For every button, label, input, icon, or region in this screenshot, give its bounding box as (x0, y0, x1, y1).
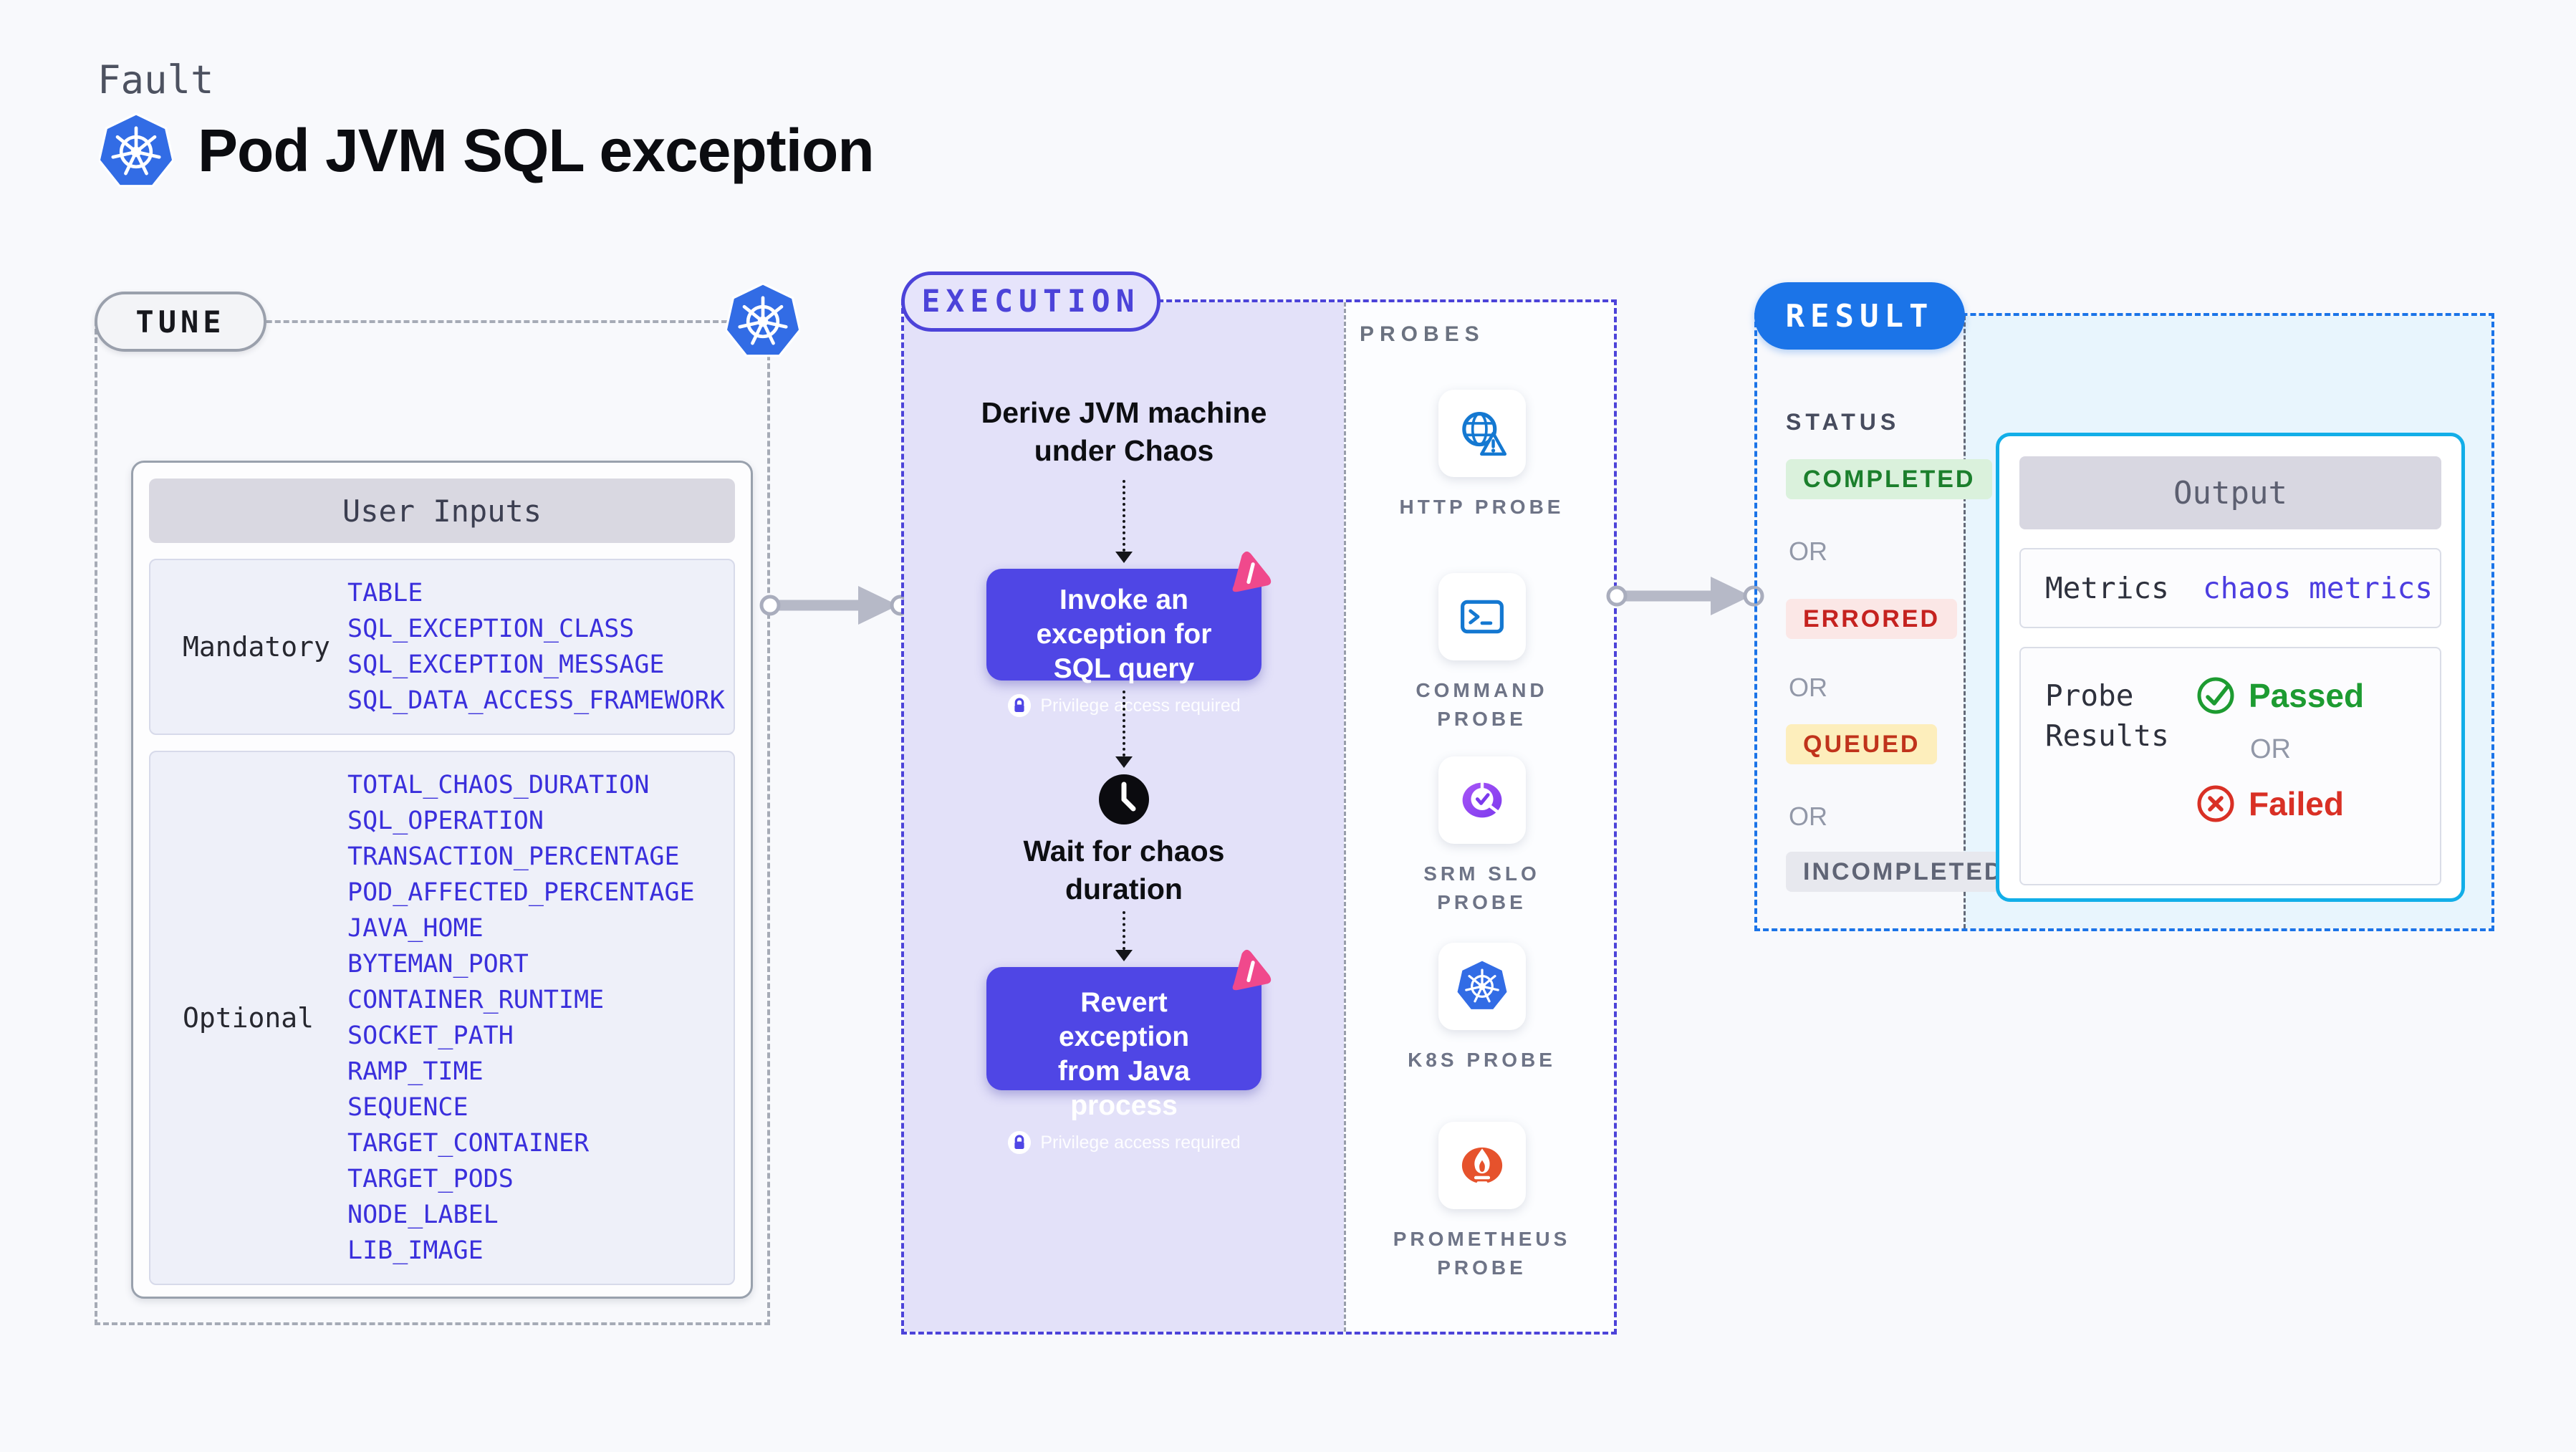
probe-label: SRM SLO PROBE (1423, 862, 1540, 913)
privilege-note: Privilege access required (1040, 1132, 1241, 1153)
clock-icon (1099, 774, 1149, 824)
probes-heading: PROBES (1360, 322, 1485, 346)
param-item: TARGET_CONTAINER (347, 1129, 590, 1158)
fault-eyebrow: Fault (97, 57, 214, 102)
status-badge-completed: COMPLETED (1786, 459, 1993, 499)
command-probe-icon (1460, 600, 1504, 634)
flow-arrow-down-icon (1115, 911, 1133, 961)
probe-label: COMMAND PROBE (1416, 679, 1548, 730)
param-item: BYTEMAN_PORT (347, 950, 529, 979)
flow-arrow-down-icon (1115, 691, 1133, 768)
output-header: Output (2019, 456, 2441, 529)
k8s-probe-icon (1456, 959, 1508, 1014)
param-item: TOTAL_CHAOS_DURATION (347, 771, 650, 799)
prometheus-probe-icon (1461, 1147, 1502, 1184)
derive-step-text: Derive JVM machine under Chaos (981, 396, 1267, 467)
result-pill: RESULT (1754, 282, 1965, 350)
probe-card (1438, 943, 1526, 1030)
param-item: RAMP_TIME (347, 1057, 484, 1086)
http-probe-icon (1461, 412, 1506, 456)
probe-item-http: HTTP PROBE (1344, 390, 1620, 521)
probe-card (1438, 756, 1526, 844)
invoke-exception-step: Invoke an exception for SQL query Privil… (986, 551, 1272, 718)
optional-param-list: TOTAL_CHAOS_DURATION SQL_OPERATION TRANSAC… (333, 767, 734, 1269)
revert-exception-step: Revert exception from Java process Privi… (986, 949, 1272, 1155)
kubernetes-icon (726, 282, 800, 362)
mandatory-label: Mandatory (183, 631, 330, 663)
param-item: JAVA_HOME (347, 914, 484, 943)
revert-step-title: Revert exception from Java process (1057, 987, 1191, 1121)
user-inputs-header: User Inputs (149, 479, 735, 543)
optional-label: Optional (183, 1002, 314, 1034)
metrics-label: Metrics (2045, 571, 2169, 605)
param-item: TRANSACTION_PERCENTAGE (347, 842, 680, 871)
execution-flow: Derive JVM machine under Chaos Invoke an… (904, 302, 1344, 1332)
flow-arrow-down-icon (1115, 480, 1133, 563)
invoke-step-title: Invoke an exception for SQL query (1036, 585, 1212, 684)
output-card: Output Metrics chaos metrics Probe Resul… (1996, 433, 2465, 902)
status-heading: STATUS (1786, 409, 1900, 435)
or-label: OR (2250, 734, 2291, 764)
metrics-row: Metrics chaos metrics (2019, 548, 2441, 628)
or-label: OR (1789, 537, 1827, 566)
passed-check-icon (2197, 677, 2234, 714)
passed-label: Passed (2249, 677, 2365, 714)
probe-results-label: Probe Results (2045, 678, 2169, 753)
litmus-chaos-icon (1232, 551, 1272, 592)
privilege-note: Privilege access required (1040, 695, 1241, 716)
metrics-value: chaos metrics (2203, 571, 2433, 605)
probe-label: PROMETHEUS PROBE (1393, 1228, 1571, 1279)
lock-icon (1008, 693, 1032, 718)
wait-step-text: Wait for chaos duration (1023, 835, 1225, 905)
result-section: RESULT STATUS COMPLETED OR ERRORED OR QU… (1754, 282, 2494, 931)
litmus-chaos-icon (1232, 949, 1272, 991)
param-item: NODE_LABEL (347, 1201, 499, 1229)
failed-label: Failed (2249, 785, 2344, 822)
mandatory-params-section: Mandatory TABLE SQL_EXCEPTION_CLASS SQL_EX… (149, 559, 735, 735)
or-label: OR (1789, 673, 1827, 702)
probe-item-k8s: K8S PROBE (1344, 943, 1620, 1074)
execution-to-result-arrow (1606, 577, 1764, 615)
failed-x-icon (2197, 785, 2234, 822)
param-item: SQL_OPERATION (347, 807, 544, 835)
probe-item-command: COMMAND PROBE (1344, 573, 1620, 734)
tune-to-execution-arrow (759, 586, 911, 625)
param-item: SEQUENCE (347, 1093, 468, 1122)
execution-pill: EXECUTION (901, 271, 1160, 332)
probe-card (1438, 1122, 1526, 1209)
param-item: POD_AFFECTED_PERCENTAGE (347, 878, 695, 907)
param-item: SQL_EXCEPTION_CLASS (347, 615, 635, 643)
execution-section: EXECUTION Derive JVM machine under Chaos… (901, 271, 1620, 1335)
status-badge-errored: ERRORED (1786, 599, 1958, 639)
status-badge-incompleted: INCOMPLETED (1786, 852, 2022, 892)
page-title: Pod JVM SQL exception (198, 117, 875, 184)
tune-pill: TUNE (95, 292, 266, 352)
srm-slo-probe-icon (1462, 782, 1501, 818)
param-item: TARGET_PODS (347, 1165, 514, 1193)
probe-label: HTTP PROBE (1399, 496, 1565, 518)
param-item: CONTAINER_RUNTIME (347, 986, 605, 1014)
probe-card (1438, 390, 1526, 477)
probe-card (1438, 573, 1526, 660)
mandatory-param-list: TABLE SQL_EXCEPTION_CLASS SQL_EXCEPTION_ME… (333, 575, 734, 718)
kubernetes-icon (99, 112, 173, 192)
optional-params-section: Optional TOTAL_CHAOS_DURATION SQL_OPERATI… (149, 751, 735, 1285)
probe-results-row: Probe Results Passed OR (2019, 647, 2441, 885)
probe-label: K8S PROBE (1408, 1049, 1556, 1071)
param-item: SQL_DATA_ACCESS_FRAMEWORK (347, 686, 725, 715)
param-item: LIB_IMAGE (347, 1236, 484, 1265)
user-inputs-card: User Inputs Mandatory TABLE SQL_EXCEPTION… (131, 461, 753, 1299)
probe-item-prometheus: PROMETHEUS PROBE (1344, 1122, 1620, 1282)
param-item: SOCKET_PATH (347, 1021, 514, 1050)
lock-icon (1008, 1130, 1032, 1155)
param-item: TABLE (347, 579, 423, 607)
probe-item-srm-slo: SRM SLO PROBE (1344, 756, 1620, 917)
or-label: OR (1789, 802, 1827, 831)
status-badge-queued: QUEUED (1786, 724, 1938, 764)
param-item: SQL_EXCEPTION_MESSAGE (347, 650, 665, 679)
